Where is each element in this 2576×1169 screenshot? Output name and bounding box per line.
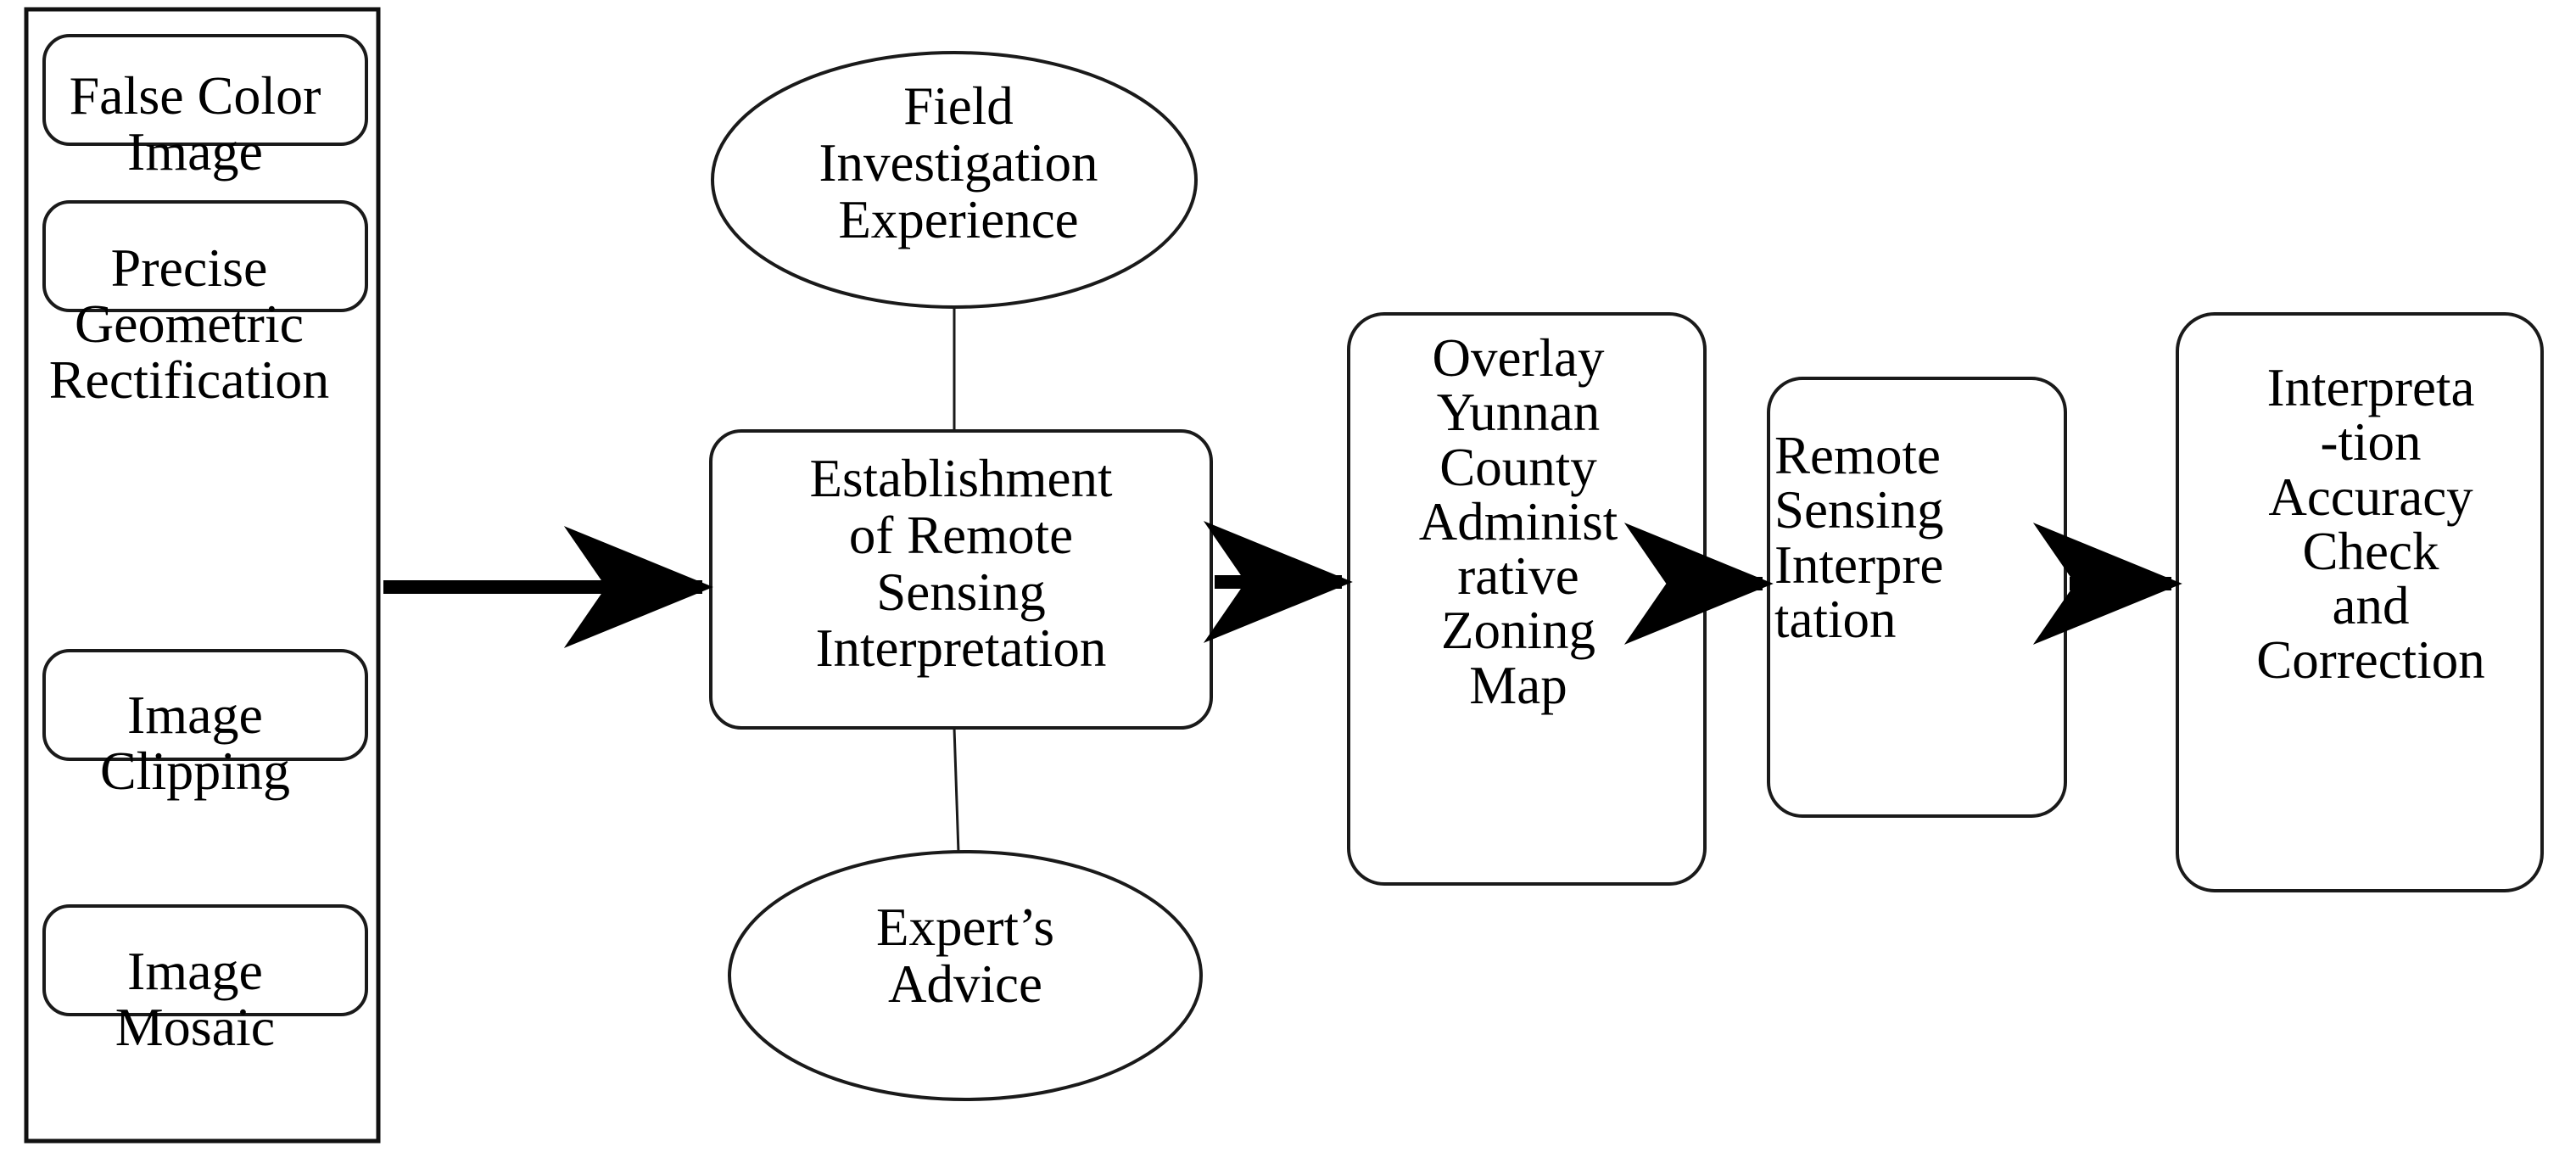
establishment-of-interpretation-label: Establishment of Remote Sensing Interpre… [809,449,1113,679]
image-mosaic-label: Image Mosaic [115,941,276,1057]
interpretation-accuracy-check-label: Interpreta -tion Accuracy Check and Corr… [2256,358,2485,691]
false-color-image-label: False Color Image [69,65,321,182]
precise-geometric-rectification-label: Precise Geometric Rectification [48,238,330,410]
field-investigation-experience-label: Field Investigation Experience [819,76,1098,249]
connector-establishment-to-expert [953,727,960,853]
remote-sensing-interpretation-label: Remote Sensing Interpre tation [1774,426,1944,649]
overlay-zoning-map-label: Overlay Yunnan County Administ rative Zo… [1418,328,1618,715]
image-clipping-label: Image Clipping [99,685,291,801]
experts-advice-label: Expert’s Advice [876,898,1054,1014]
